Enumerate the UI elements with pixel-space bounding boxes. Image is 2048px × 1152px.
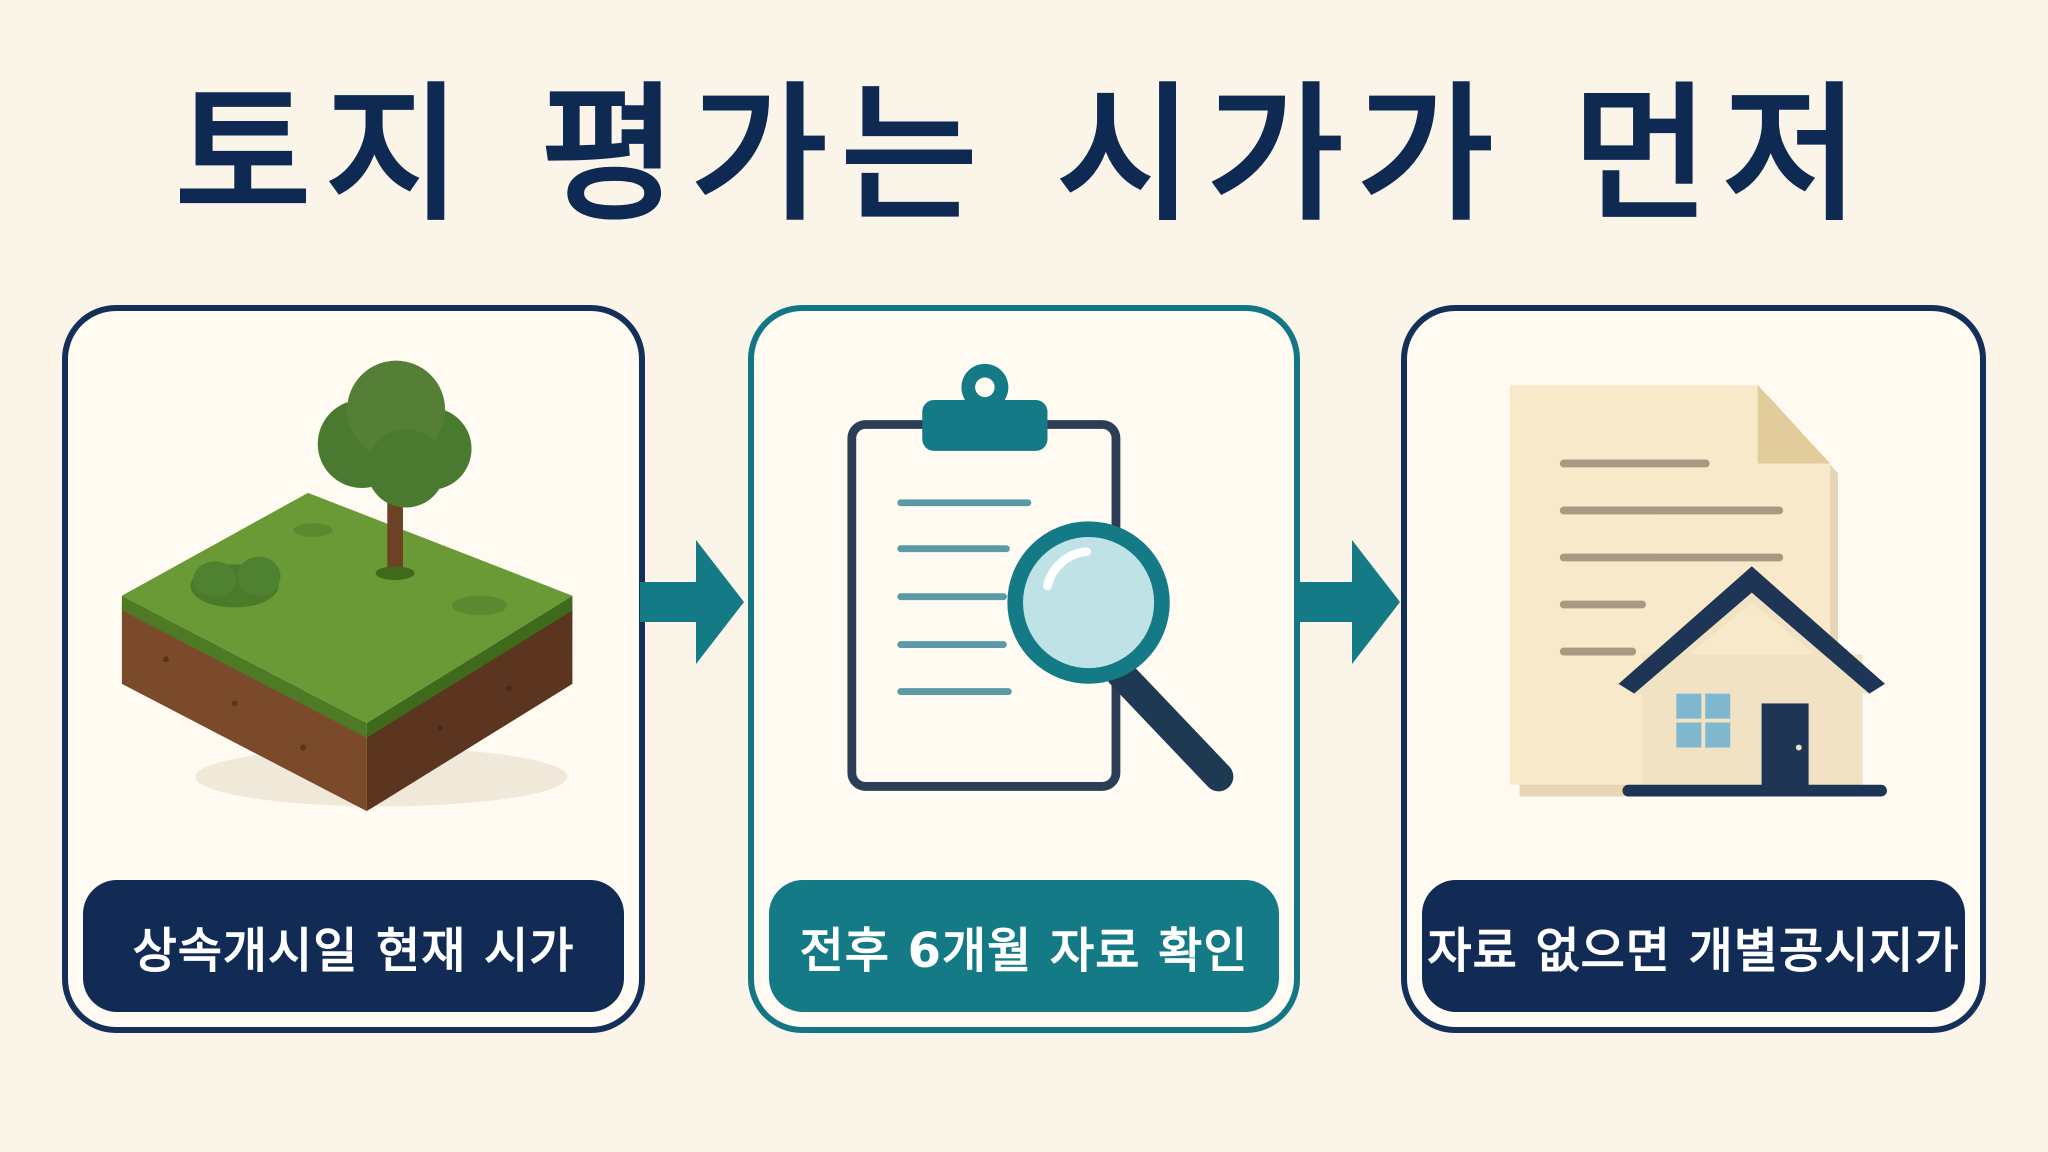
clipboard-magnifier-icon bbox=[847, 363, 1234, 792]
arrow-right-icon bbox=[1296, 540, 1400, 664]
step-card-six-month-check: 전후 6개월 자료 확인 bbox=[748, 305, 1300, 1033]
step-card-official-land-price: 자료 없으면 개별공시지가 bbox=[1401, 305, 1986, 1033]
page-title: 토지 평가는 시가가 먼저 bbox=[174, 69, 1874, 241]
document-house-icon bbox=[1509, 385, 1887, 797]
arrow-right-icon bbox=[640, 540, 744, 664]
step-card-current-market-value: 상속개시일 현재 시가 bbox=[62, 305, 645, 1033]
land-tree-icon bbox=[121, 360, 573, 812]
step-label: 상속개시일 현재 시가 bbox=[83, 880, 624, 1012]
step-label: 전후 6개월 자료 확인 bbox=[769, 880, 1279, 1012]
step-label: 자료 없으면 개별공시지가 bbox=[1422, 880, 1965, 1012]
